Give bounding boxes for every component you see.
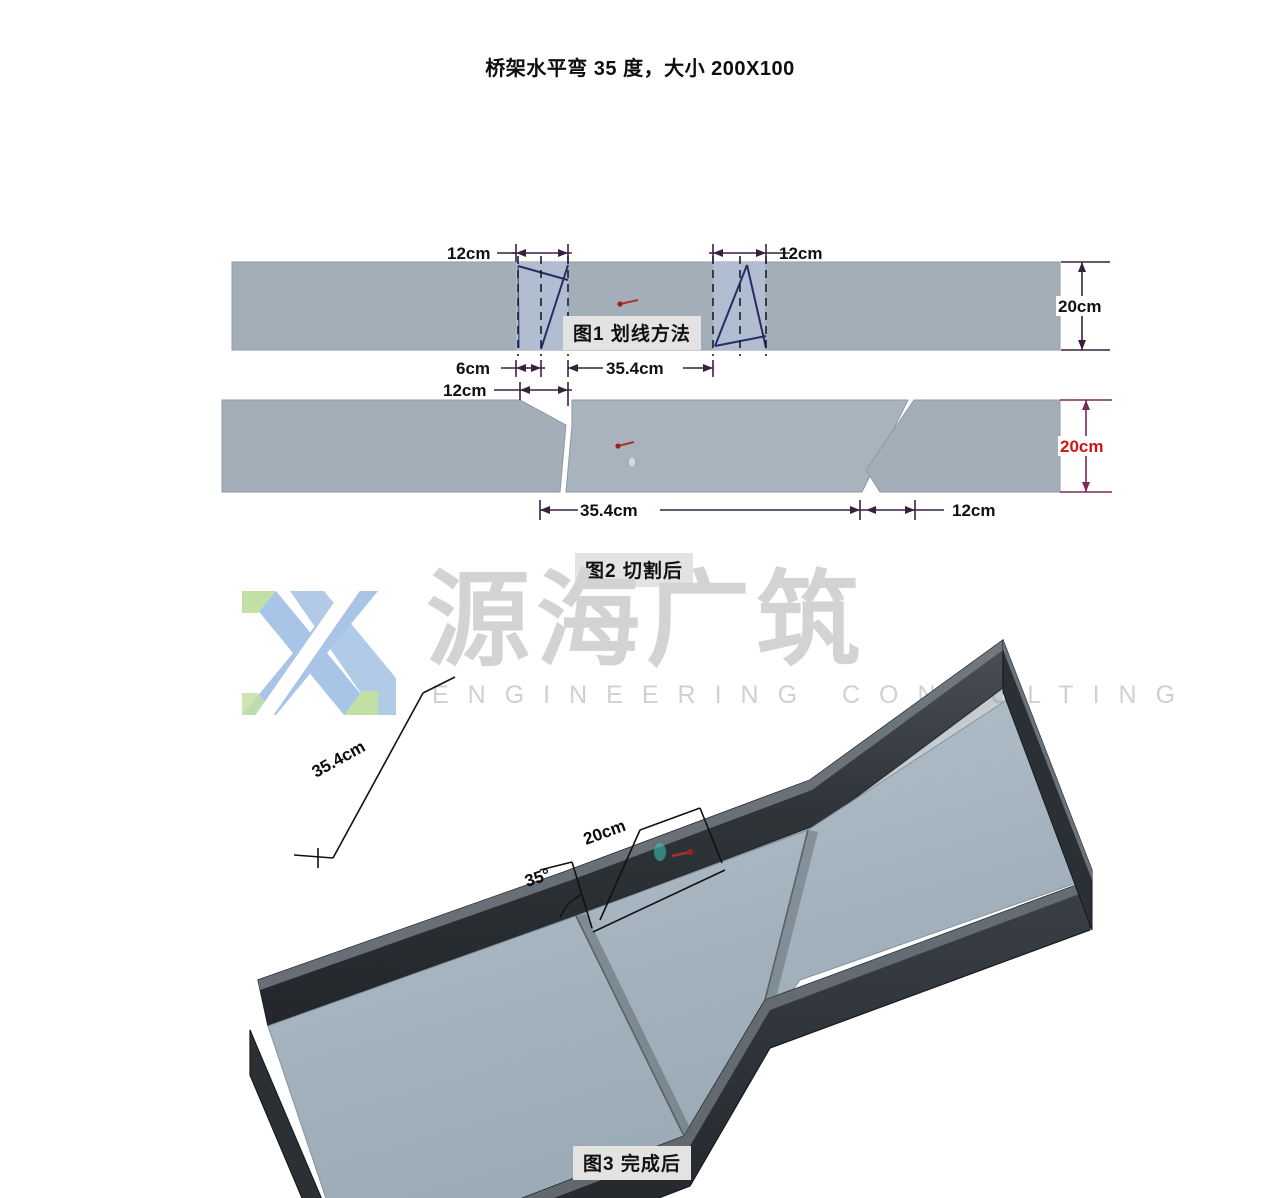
tray-front-wall-rim — [250, 880, 1090, 1198]
left-notch-cut-lines — [517, 264, 569, 350]
dim-left-top-12cm — [497, 244, 572, 262]
left-construction-lines — [517, 256, 569, 356]
dim-right-bottom-12cm — [860, 500, 944, 520]
center-sheet-segment — [565, 399, 909, 493]
dim-right-top-12cm — [709, 244, 790, 262]
figure-1-caption: 图1 划线方法 — [563, 316, 701, 350]
dim-label-20cm-bg — [1056, 296, 1112, 316]
dim-label-tray-width: 20cm — [581, 816, 628, 849]
dim-label-20cm: 20cm — [1058, 297, 1101, 316]
tray-right-end-wall — [1002, 639, 1093, 931]
dim-label-6cm: 6cm — [456, 359, 490, 378]
right-sheet-segment — [865, 399, 1061, 493]
dim-bend-angle — [539, 861, 593, 929]
dim-label-left-top: 12cm — [447, 244, 490, 263]
dim-label-bend-length: 35.4cm — [309, 737, 369, 782]
left-sheet-segment — [221, 399, 567, 493]
dim-label-20cm: 20cm — [1060, 437, 1103, 456]
tray-right-end-rim — [1003, 640, 1092, 880]
dim-label-35-4cm: 35.4cm — [580, 501, 638, 520]
dim-left-top-12cm — [494, 382, 572, 406]
origin-marker — [654, 843, 693, 861]
left-notch-band — [516, 262, 568, 350]
dim-tray-width — [592, 807, 726, 933]
tray-back-wall-rim — [258, 640, 1003, 990]
origin-marker — [615, 441, 635, 467]
tray-crease-shadow-right — [765, 830, 818, 1002]
figure-3-caption: 图3 完成后 — [573, 1146, 691, 1180]
dim-label-20cm-bg — [1058, 436, 1114, 456]
right-construction-lines — [712, 256, 767, 356]
dim-label-right-top: 12cm — [779, 244, 822, 263]
tray-left-end-wall — [249, 1029, 322, 1198]
figure-1-drawing: 12cm 12cm 6cm 35.4cm — [231, 244, 1112, 378]
dim-label-35-4cm: 35.4cm — [606, 359, 664, 378]
tray-crease-shadow-left — [576, 914, 692, 1136]
figure-2-drawing: 12cm 35.4cm 12cm 20cm — [221, 381, 1114, 520]
dim-label-right-bottom: 12cm — [952, 501, 995, 520]
dim-left-bottom-6cm — [501, 360, 545, 377]
dim-bend-length — [293, 676, 456, 868]
dim-label-35-4cm-bg — [578, 500, 660, 520]
dim-label-left-top: 12cm — [443, 381, 486, 400]
page-title: 桥架水平弯 35 度，大小 200X100 — [485, 58, 795, 80]
figure-3-drawing: 35.4cm 35° 20cm — [249, 638, 1093, 1198]
figure-2-caption: 图2 切割后 — [575, 553, 693, 587]
dim-label-35-4cm-bg — [603, 358, 683, 378]
